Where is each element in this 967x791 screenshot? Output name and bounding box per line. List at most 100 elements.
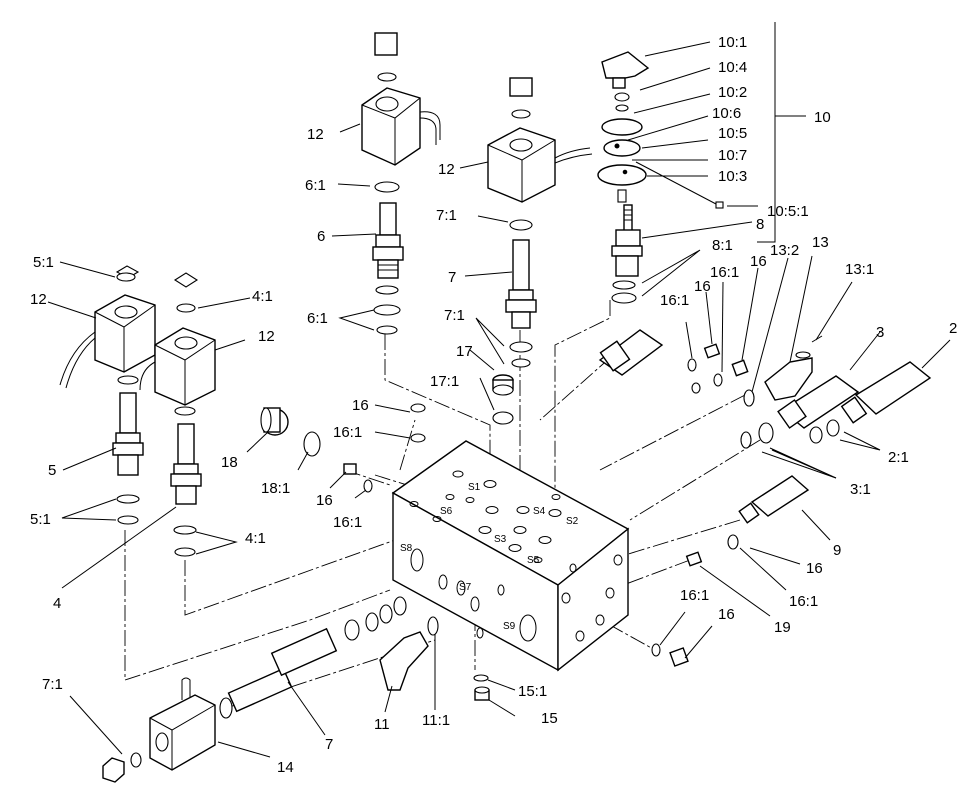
label-5: 5	[48, 462, 56, 479]
label-3-1: 3:1	[850, 481, 871, 498]
label-15: 15	[541, 710, 558, 727]
label-11: 11	[374, 716, 390, 733]
label-6-1-a: 6:1	[305, 177, 326, 194]
label-16-a: 16	[352, 397, 369, 414]
port-s4: S4	[533, 506, 546, 517]
port-s2: S2	[566, 516, 579, 527]
label-16-e: 16	[806, 560, 823, 577]
label-10: 10	[814, 109, 831, 126]
port-s5: S5	[527, 555, 540, 566]
elbow-fitting-11	[379, 616, 439, 691]
plug-18	[260, 407, 321, 457]
label-16-f: 16	[718, 606, 735, 623]
solenoid-coil-12-d	[139, 272, 216, 416]
solenoid-coil-12-c	[59, 265, 156, 389]
label-16-1-e: 16:1	[789, 593, 818, 610]
port-s8: S8	[400, 543, 413, 554]
manifold-block	[391, 440, 630, 672]
label-10-2: 10:2	[718, 84, 747, 101]
label-13: 13	[812, 234, 829, 251]
label-3: 3	[876, 324, 884, 341]
port-s1: S1	[468, 482, 481, 493]
leader-lines	[47, 22, 951, 758]
label-6: 6	[317, 228, 325, 245]
label-9: 9	[833, 542, 841, 559]
label-4-1-a: 4:1	[252, 288, 273, 305]
nut-and-seal-7-1	[102, 752, 142, 783]
cartridge-valve-9	[727, 475, 810, 550]
label-12-d: 12	[258, 328, 275, 345]
label-19: 19	[774, 619, 791, 636]
label-10-1: 10:1	[718, 34, 747, 51]
valve-3	[777, 375, 860, 429]
label-5-1-a: 5:1	[33, 254, 54, 271]
label-6-1-b: 6:1	[307, 310, 328, 327]
label-16-c: 16	[694, 278, 711, 295]
label-14: 14	[277, 759, 294, 776]
label-7-b: 7	[325, 736, 333, 753]
label-18-1: 18:1	[261, 480, 290, 497]
cartridge-valve-4	[170, 423, 202, 557]
solenoid-coil-12-a	[361, 32, 441, 193]
port-labels: S1 S2 S3 S4 S5 S6 S7 S8 S9	[400, 482, 579, 632]
label-10-4: 10:4	[718, 59, 747, 76]
cartridge-valve-7-lower	[219, 596, 407, 719]
plug-17	[492, 374, 514, 425]
label-18: 18	[221, 454, 238, 471]
label-11-1: 11:1	[422, 712, 450, 729]
label-12-c: 12	[30, 291, 47, 308]
label-16-1-a: 16:1	[333, 424, 362, 441]
label-15-1: 15:1	[518, 683, 547, 700]
label-2: 2	[949, 320, 957, 337]
label-16-1-d: 16:1	[710, 264, 739, 281]
solenoid-coil-12-b	[487, 77, 593, 231]
seals-3-2	[740, 419, 840, 449]
label-2-1: 2:1	[888, 449, 909, 466]
label-16-1-b: 16:1	[333, 514, 362, 531]
label-10-7: 10:7	[718, 147, 747, 164]
port-s6: S6	[440, 506, 453, 517]
plugs-16-lower-right	[651, 551, 703, 667]
label-16-b: 16	[316, 492, 333, 509]
label-10-5: 10:5	[718, 125, 747, 142]
label-16-1-f: 16:1	[680, 587, 709, 604]
label-8: 8	[756, 216, 764, 233]
cartridge-valve-right	[598, 329, 664, 376]
valve-2	[840, 361, 932, 424]
label-5-1-b: 5:1	[30, 511, 51, 528]
coil-14	[149, 677, 216, 771]
label-12-a: 12	[307, 126, 324, 143]
plug-16-left	[343, 463, 373, 493]
label-13-2: 13:2	[770, 242, 799, 259]
manual-override-10	[597, 51, 724, 232]
label-17: 17	[456, 343, 473, 360]
cartridge-valve-5	[112, 392, 144, 525]
plugs-16-right	[687, 343, 749, 394]
label-16-1-c: 16:1	[660, 292, 689, 309]
label-7-1-b: 7:1	[444, 307, 465, 324]
label-10-5-1: 10:5:1	[767, 203, 809, 220]
label-7-a: 7	[448, 269, 456, 286]
cartridge-valve-8	[611, 229, 643, 304]
label-17-1: 17:1	[430, 373, 459, 390]
label-16-d: 16	[750, 253, 767, 270]
label-10-6: 10:6	[712, 105, 741, 122]
label-12-b: 12	[438, 161, 455, 178]
label-4: 4	[53, 595, 61, 612]
plug-15	[473, 674, 490, 701]
plug-16-top	[410, 403, 426, 443]
port-s3: S3	[494, 534, 507, 545]
callout-labels: 10:1 10:4 10:2 10:6 10:5 10:7 10:3 10 10…	[30, 34, 957, 776]
cartridge-valve-7-a	[505, 239, 537, 368]
label-7-1-a: 7:1	[436, 207, 457, 224]
label-10-3: 10:3	[718, 168, 747, 185]
label-13-1: 13:1	[845, 261, 874, 278]
label-7-1-c: 7:1	[42, 676, 63, 693]
cartridge-valve-6	[372, 202, 404, 335]
port-s9: S9	[503, 621, 516, 632]
label-4-1-b: 4:1	[245, 530, 266, 547]
label-8-1: 8:1	[712, 237, 733, 254]
port-s7: S7	[459, 582, 472, 593]
